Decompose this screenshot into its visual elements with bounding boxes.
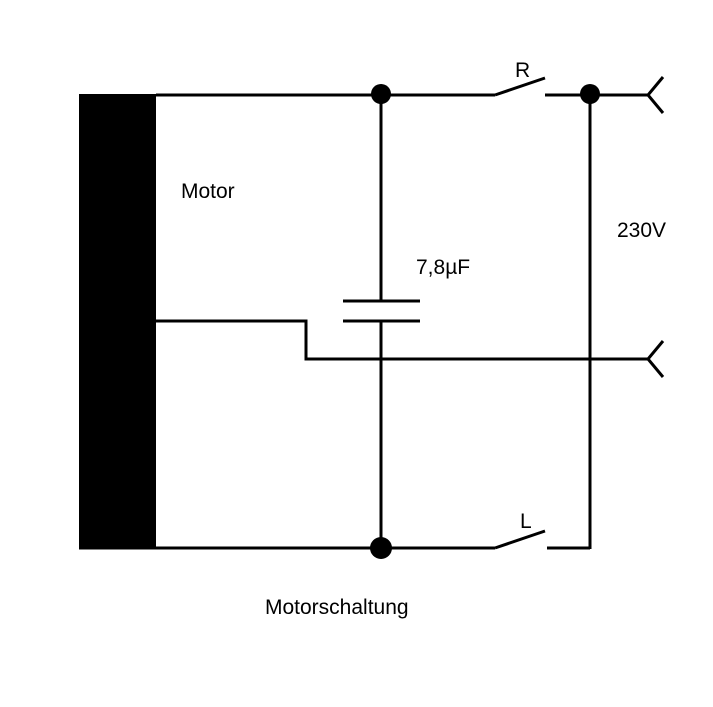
voltage-label: 230V <box>617 219 666 242</box>
middle-tap-wire <box>156 319 650 361</box>
switch-r-label: R <box>515 59 530 82</box>
motor-winding-block <box>79 94 156 549</box>
motor-label: Motor <box>181 180 235 203</box>
middle-terminal-fork <box>646 340 665 378</box>
top-terminal-fork <box>646 76 665 114</box>
junction-bottom-capacitor <box>370 537 392 559</box>
junction-top-right <box>580 84 600 104</box>
capacitor-label: 7,8µF <box>416 256 470 279</box>
switch-r-blade <box>494 76 546 97</box>
switch-l-label: L <box>520 510 532 533</box>
switch-l-blade <box>494 529 546 550</box>
diagram-caption: Motorschaltung <box>265 596 409 619</box>
junction-top-capacitor <box>371 84 391 104</box>
